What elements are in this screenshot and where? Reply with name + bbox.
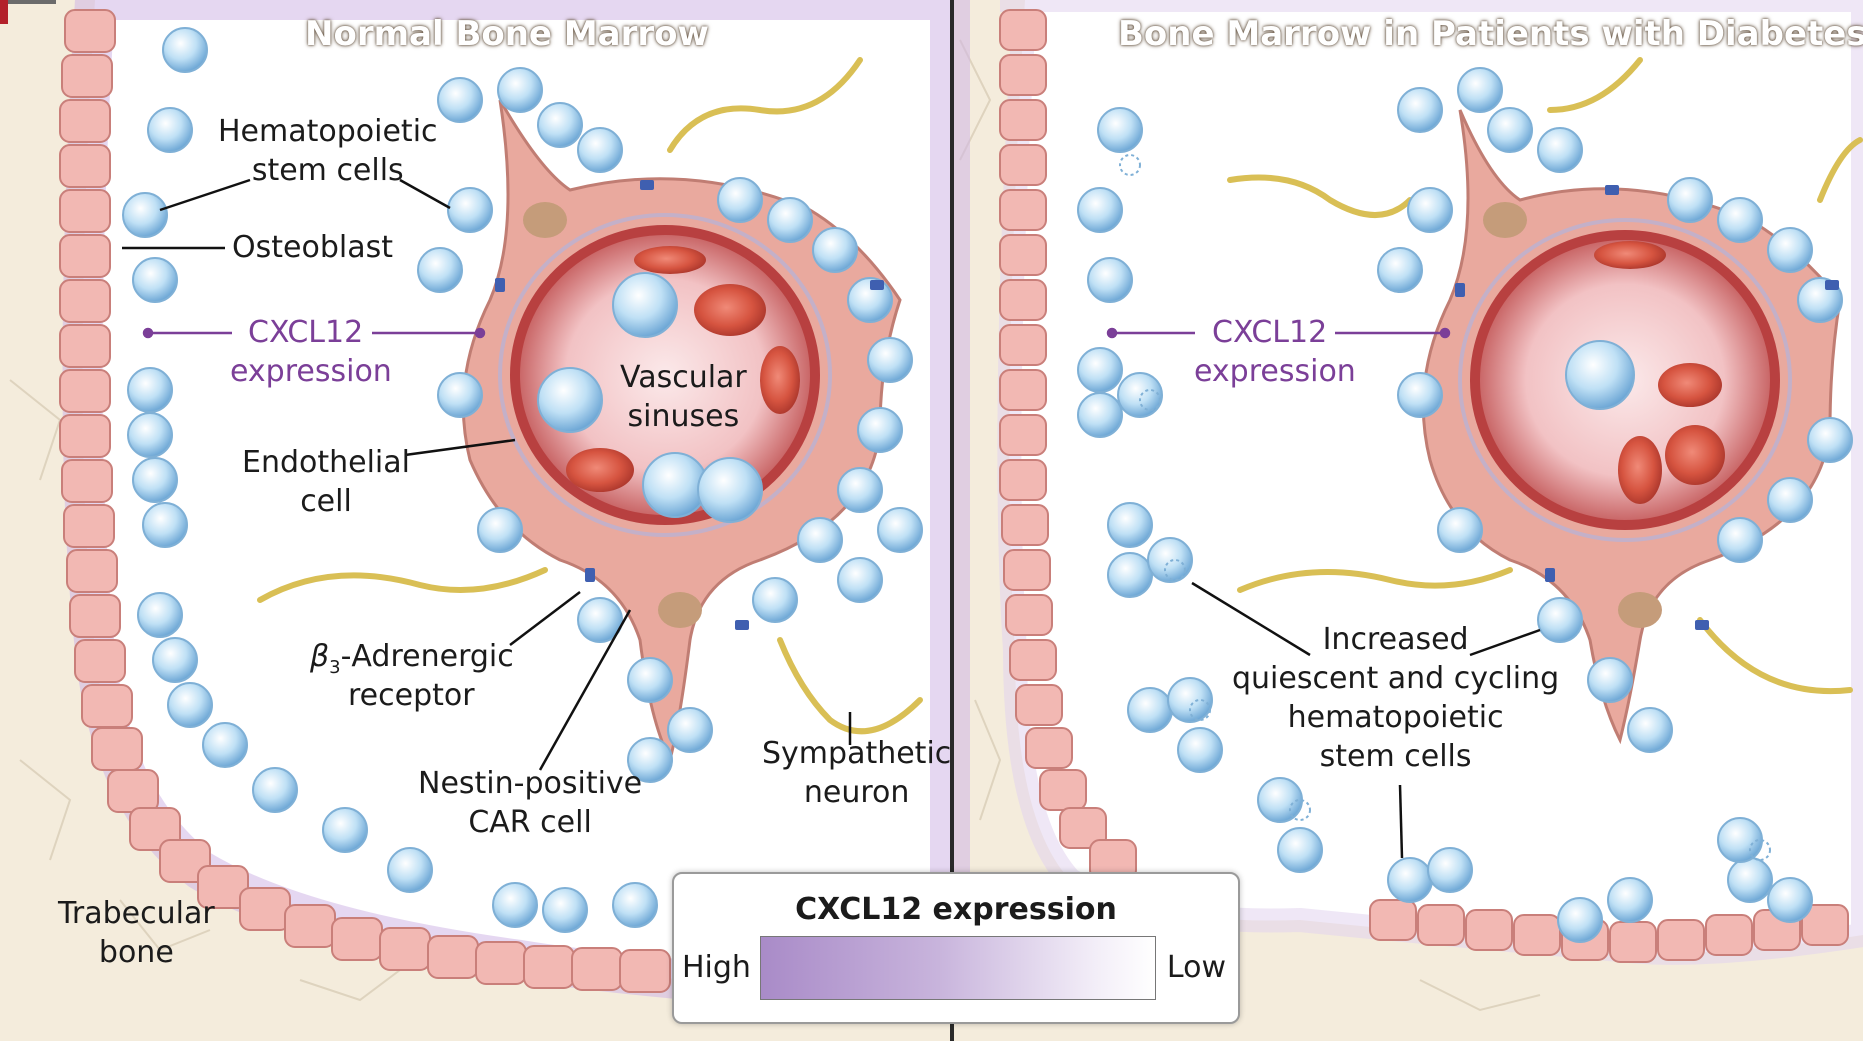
- vascular-sinuses-label: Vascular sinuses: [620, 358, 747, 436]
- right-panel-title: Bone Marrow in Patients with Diabetes: [1118, 14, 1863, 54]
- endothelial-cell-label: Endothelial cell: [242, 443, 410, 521]
- cxcl12-expression-legend: CXCL12 expression High Low: [672, 872, 1240, 1024]
- receptor-label: receptor: [348, 676, 475, 715]
- increased-hsc-label: Increased quiescent and cycling hematopo…: [1232, 620, 1559, 776]
- sympathetic-neuron-label: Sympathetic neuron: [762, 734, 951, 812]
- trabecular-bone-label: Trabecular bone: [58, 894, 215, 972]
- legend-high-label: High: [682, 950, 751, 985]
- cxcl12-label-left: CXCL12: [248, 313, 363, 352]
- legend-low-label: Low: [1167, 950, 1226, 985]
- expression-label-right: expression: [1194, 352, 1356, 391]
- legend-title: CXCL12 expression: [674, 892, 1238, 927]
- nestin-car-cell-label: Nestin-positive CAR cell: [418, 764, 642, 842]
- hsc-label: Hematopoietic stem cells: [218, 112, 438, 190]
- cxcl12-label-right: CXCL12: [1212, 313, 1327, 352]
- left-panel-title: Normal Bone Marrow: [305, 14, 709, 54]
- legend-gradient-bar: [760, 936, 1156, 1000]
- expression-label-left: expression: [230, 352, 392, 391]
- osteoblast-label: Osteoblast: [232, 228, 393, 267]
